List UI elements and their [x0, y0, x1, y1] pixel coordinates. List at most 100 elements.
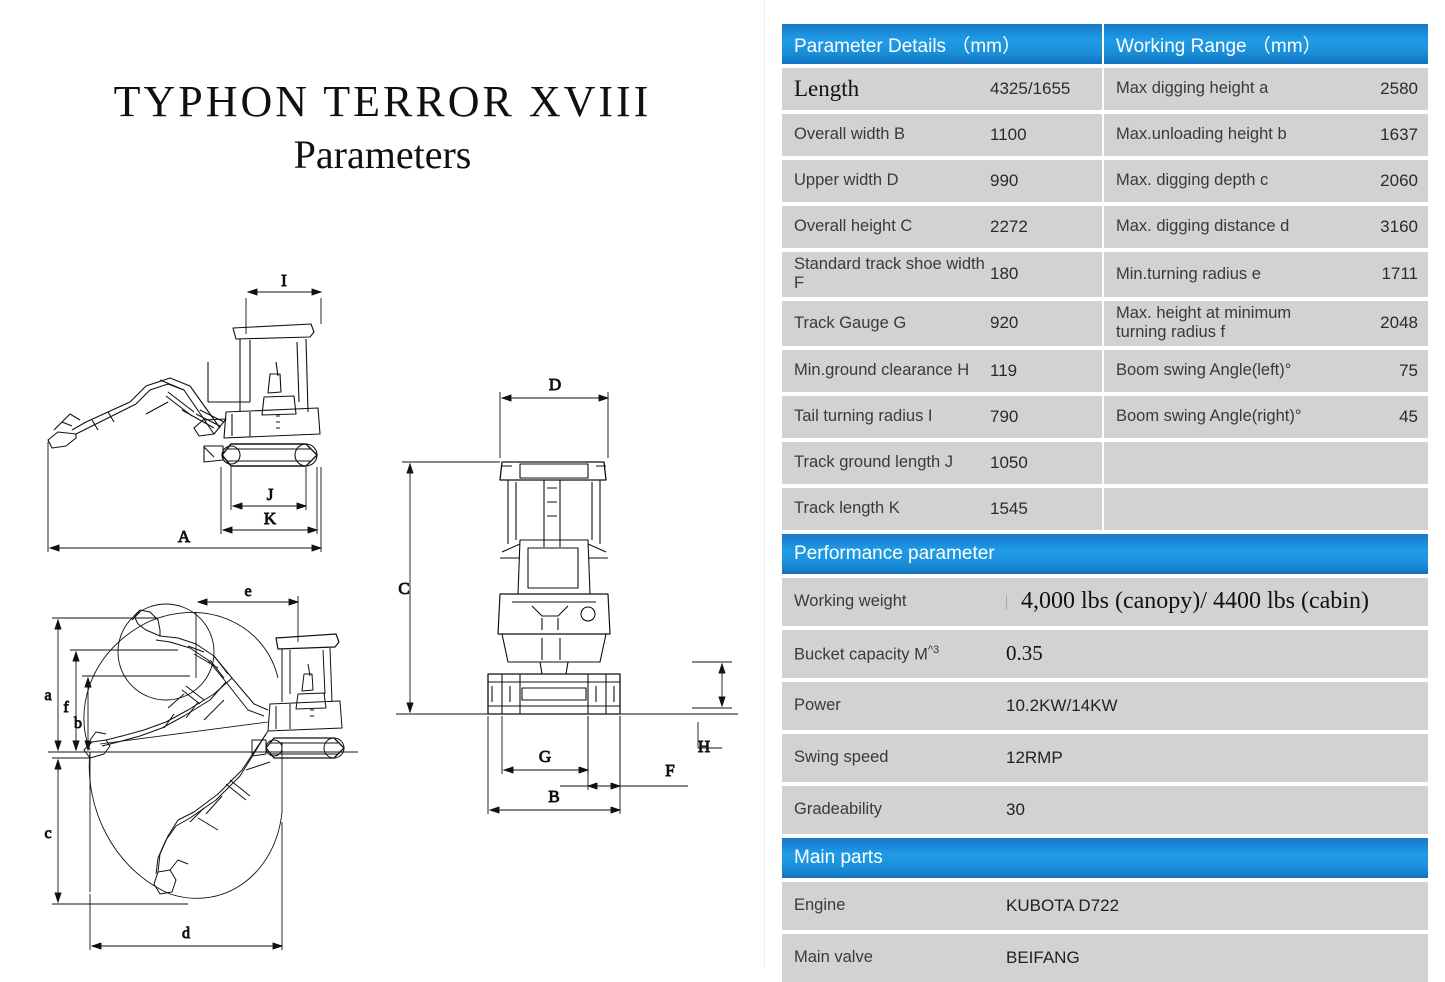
- range-value: 3160: [1380, 217, 1418, 236]
- table-row: Overall width B 1100 Max.unloading heigh…: [782, 114, 1428, 156]
- table-row: Swing speed 12RMP: [782, 733, 1428, 782]
- parameter-label: Track length K: [794, 499, 900, 518]
- performance-value: 10.2KW/14KW: [1006, 695, 1118, 715]
- section-header-performance: Performance parameter: [782, 533, 1428, 574]
- main-part-cell: Main valve BEIFANG: [782, 933, 1428, 982]
- range-cell: Max.unloading height b 1637: [1104, 114, 1428, 156]
- parameter-label: Upper width D: [794, 171, 899, 190]
- parameter-cell: Track ground length J 1050: [782, 441, 1102, 484]
- range-cell: Max. digging depth c 2060: [1104, 160, 1428, 202]
- dim-label-d: d: [182, 925, 190, 942]
- parameter-value: 4325/1655: [990, 79, 1071, 98]
- performance-label: Bucket capacity M^3: [794, 643, 940, 664]
- performance-cell: Gradeability 30: [782, 785, 1428, 834]
- table-row: Track ground length J 1050: [782, 441, 1428, 484]
- main-part-label: Engine: [794, 896, 846, 915]
- parameter-cell: Upper width D 990: [782, 160, 1102, 202]
- range-value: 2060: [1380, 171, 1418, 190]
- header-working-range: Working Range （mm）: [1104, 24, 1428, 64]
- parameter-cell: Overall width B 1100: [782, 114, 1102, 156]
- dim-label-f: f: [63, 699, 69, 716]
- dim-label-C: C: [398, 579, 409, 598]
- main-parts-rows: Engine KUBOTA D722 Main valve BEIFANG: [782, 881, 1428, 982]
- specification-table: Parameter Details （mm） Working Range （mm…: [782, 24, 1428, 982]
- performance-cell: Swing speed 12RMP: [782, 733, 1428, 782]
- parameter-cell: Overall height C 2272: [782, 206, 1102, 248]
- table-row: Overall height C 2272 Max. digging dista…: [782, 206, 1428, 248]
- product-subtitle: Parameters: [293, 131, 472, 177]
- range-label: Max digging height a: [1116, 79, 1269, 98]
- parameter-value: 920: [990, 313, 1019, 333]
- dim-label-G: G: [539, 747, 551, 766]
- product-title: TYPHON TERROR XVIII: [113, 77, 652, 126]
- table-row: Track length K 1545: [782, 487, 1428, 530]
- range-label: Max. digging depth c: [1116, 171, 1269, 190]
- parameter-label: Min.ground clearance H: [794, 361, 970, 380]
- dim-label-B: B: [548, 787, 559, 806]
- main-part-value: KUBOTA D722: [1006, 895, 1120, 915]
- range-label: Boom swing Angle(left)°: [1116, 361, 1292, 380]
- parameter-cell: Min.ground clearance H 119: [782, 349, 1102, 392]
- range-cell: Max. height at minimum turning radius f …: [1104, 300, 1428, 346]
- range-cell: Min.turning radius e 1711: [1104, 252, 1428, 297]
- range-cell: Max digging height a 2580: [1104, 68, 1428, 110]
- table-row: Track Gauge G 920 Max. height at minimum…: [782, 300, 1428, 346]
- range-label: Boom swing Angle(right)°: [1116, 407, 1302, 426]
- parameter-value: 1545: [990, 498, 1028, 518]
- table-row: Gradeability 30: [782, 785, 1428, 834]
- range-value: 2048: [1380, 313, 1418, 333]
- range-cell: Boom swing Angle(right)° 45: [1104, 395, 1428, 438]
- header-parameter-details: Parameter Details （mm）: [782, 24, 1102, 64]
- performance-value: 30: [1006, 799, 1025, 819]
- parameter-value: 790: [990, 406, 1019, 426]
- parameter-value: 1100: [990, 125, 1027, 144]
- table-row: Bucket capacity M^3 0.35: [782, 629, 1428, 678]
- dim-label-J: J: [267, 485, 274, 504]
- range-cell-empty: [1104, 441, 1428, 484]
- parameter-label: Tail turning radius I: [794, 407, 933, 426]
- parameter-value: 1050: [990, 452, 1028, 472]
- side-view-drawing: I J K: [18, 262, 368, 562]
- table-row: Standard track shoe width F 180 Min.turn…: [782, 252, 1428, 297]
- main-part-label: Main valve: [794, 948, 873, 967]
- section-header-main-parts: Main parts: [782, 837, 1428, 878]
- dim-label-H: H: [698, 737, 710, 756]
- parameter-label: Track ground length J: [794, 453, 953, 472]
- dim-label-D: D: [549, 375, 561, 394]
- performance-value: 12RMP: [1006, 747, 1063, 767]
- table-row: Length 4325/1655 Max digging height a 25…: [782, 68, 1428, 110]
- performance-cell: Bucket capacity M^3 0.35: [782, 629, 1428, 678]
- parameter-cell: Standard track shoe width F 180: [782, 252, 1102, 297]
- parameter-value: 990: [990, 171, 1019, 190]
- range-cell: Max. digging distance d 3160: [1104, 206, 1428, 248]
- parameter-value: 2272: [990, 217, 1028, 236]
- performance-label: Working weight: [794, 592, 907, 611]
- range-value: 75: [1399, 360, 1418, 380]
- parameter-label: Overall width B: [794, 125, 905, 144]
- table-row: Main valve BEIFANG: [782, 933, 1428, 982]
- range-label: Min.turning radius e: [1116, 264, 1261, 283]
- performance-cell: Power 10.2KW/14KW: [782, 681, 1428, 730]
- dim-label-a: a: [44, 687, 51, 704]
- table-row: Upper width D 990 Max. digging depth c 2…: [782, 160, 1428, 202]
- working-range-drawing: e a f: [18, 582, 398, 964]
- table-row: Min.ground clearance H 119 Boom swing An…: [782, 349, 1428, 392]
- dim-label-K: K: [264, 509, 277, 528]
- parameter-value: 180: [990, 264, 1019, 284]
- table-row: Tail turning radius I 790 Boom swing Ang…: [782, 395, 1428, 438]
- dim-label-I: I: [281, 271, 287, 290]
- dim-label-b: b: [74, 715, 82, 732]
- table-row: Power 10.2KW/14KW: [782, 681, 1428, 730]
- performance-label: Gradeability: [794, 800, 883, 819]
- range-cell-empty: [1104, 487, 1428, 530]
- range-label: Max. digging distance d: [1116, 217, 1290, 236]
- table-row: Engine KUBOTA D722: [782, 881, 1428, 930]
- dim-label-e: e: [244, 583, 251, 600]
- front-view-drawing: D C G: [392, 362, 742, 832]
- parameter-cell: Tail turning radius I 790: [782, 395, 1102, 438]
- parameter-cell: Length 4325/1655: [782, 68, 1102, 110]
- performance-value: 4,000 lbs (canopy)/ 4400 lbs (cabin): [1006, 588, 1369, 615]
- title-block: TYPHON TERROR XVIII Parameters: [0, 78, 765, 180]
- dim-label-A: A: [178, 527, 191, 546]
- range-value: 2580: [1380, 79, 1418, 98]
